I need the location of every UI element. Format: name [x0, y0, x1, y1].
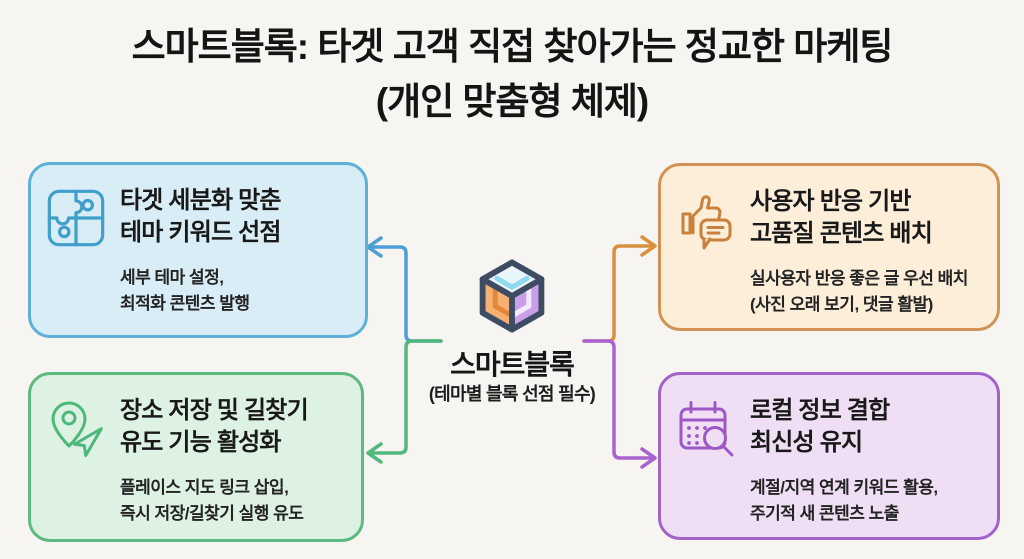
- puzzle-icon: [44, 186, 108, 250]
- arrow-to-top-left-box: [367, 245, 443, 343]
- arrow-head-top-right: [640, 235, 657, 257]
- info-box-user-reaction: 사용자 반응 기반 고품질 콘텐츠 배치 실사용자 반응 좋은 글 우선 배치 …: [658, 163, 1000, 331]
- calendar-search-icon: [674, 396, 738, 460]
- map-pin-navigation-icon: [44, 396, 108, 460]
- page-title: 스마트블록: 타겟 고객 직접 찾아가는 정교한 마케팅 (개인 맞춤형 체제): [0, 20, 1024, 130]
- info-box-place-save: 장소 저장 및 길찾기 유도 기능 활성화 플레이스 지도 링크 삽입, 즉시 …: [28, 372, 364, 542]
- page-title-line1: 스마트블록: 타겟 고객 직접 찾아가는 정교한 마케팅: [131, 26, 894, 67]
- arrow-head-top-left: [366, 236, 383, 258]
- arrow-to-top-right-box: [582, 244, 656, 343]
- box-title: 사용자 반응 기반 고품질 콘텐츠 배치: [750, 188, 933, 247]
- smart-block-cube-icon: [469, 254, 555, 338]
- page-title-line2: (개인 맞춤형 체제): [375, 80, 649, 122]
- center-label: 스마트블록: [450, 349, 575, 380]
- box-description: 계절/지역 연계 키워드 활용, 주기적 새 콘텐츠 노출: [750, 478, 938, 523]
- box-title: 로컬 정보 결합 최신성 유지: [750, 397, 890, 456]
- info-box-theme-keywords: 타겟 세분화 맞춘 테마 키워드 선점 세부 테마 설정, 최적화 콘텐츠 발행: [28, 162, 368, 338]
- info-box-local-freshness: 로컬 정보 결합 최신성 유지 계절/지역 연계 키워드 활용, 주기적 새 콘…: [658, 372, 1000, 540]
- box-description: 실사용자 반응 좋은 글 우선 배치 (사진 오래 보기, 댓글 활발): [750, 269, 968, 314]
- box-title: 장소 저장 및 길찾기 유도 기능 활성화: [120, 397, 309, 456]
- center-sublabel: (테마별 블록 선점 필수): [428, 384, 596, 404]
- box-description: 세부 테마 설정, 최적화 콘텐츠 발행: [120, 268, 250, 313]
- box-title: 타겟 세분화 맞춘 테마 키워드 선점: [120, 187, 282, 246]
- arrow-head-bottom-left: [366, 442, 383, 464]
- thumbs-up-comment-icon: [674, 187, 738, 251]
- arrow-head-bottom-right: [640, 447, 657, 469]
- box-description: 플레이스 지도 링크 삽입, 즉시 저장/길찾기 실행 유도: [120, 478, 304, 523]
